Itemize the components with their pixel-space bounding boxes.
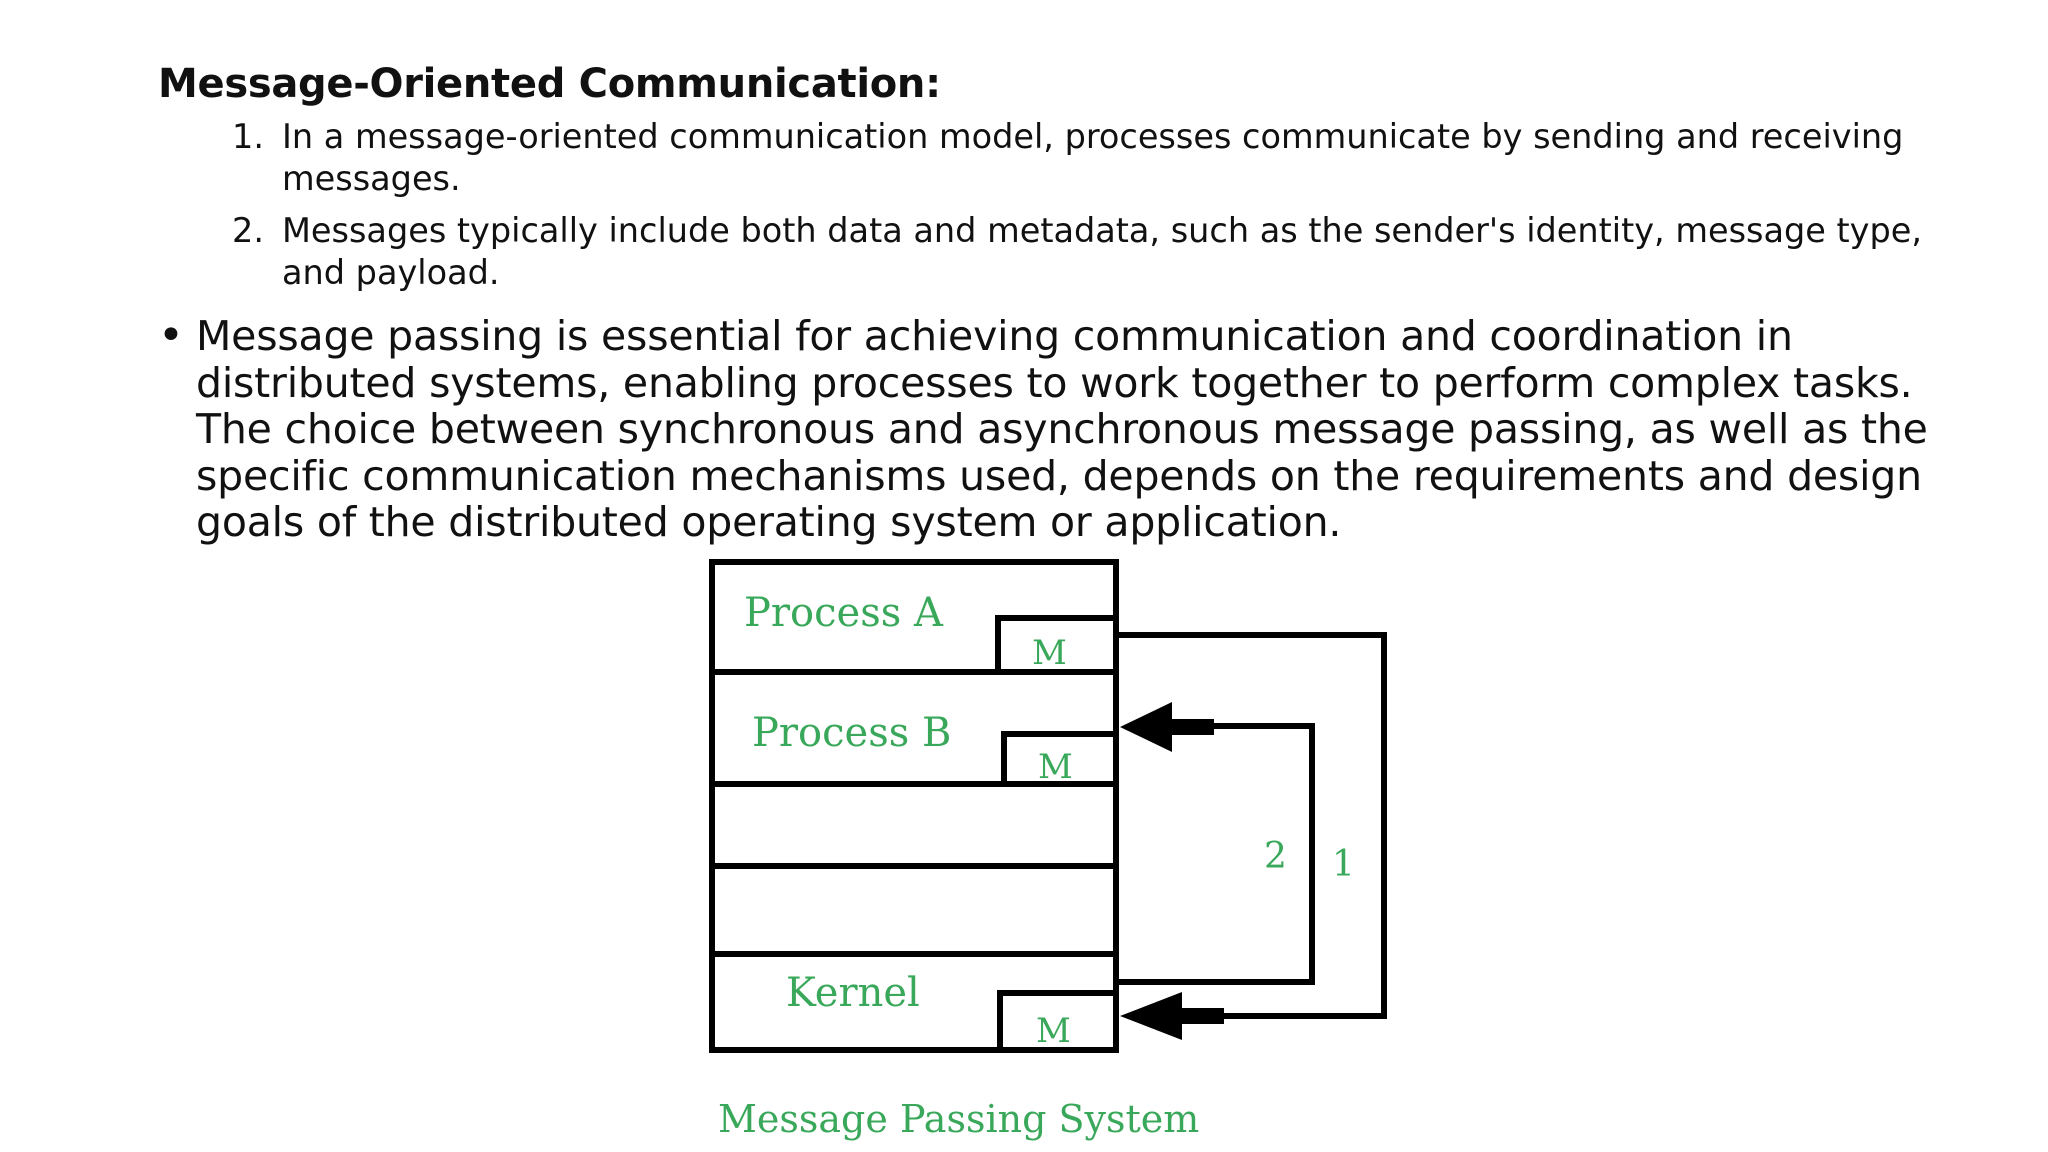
kernel-label: Kernel xyxy=(786,970,920,1016)
path-1-line xyxy=(1116,632,1387,1019)
list-number: 2. xyxy=(232,211,264,250)
ordered-list: 1. In a message-oriented communication m… xyxy=(232,116,1932,304)
process-a-label: Process A xyxy=(744,590,944,636)
m-box-a xyxy=(995,615,1116,672)
diagram-lines xyxy=(709,559,1387,1053)
m-label-kernel: M xyxy=(1036,1011,1071,1051)
m-label-a: M xyxy=(1032,633,1067,673)
path-label-2: 2 xyxy=(1264,836,1287,877)
bullet-paragraph: • Message passing is essential for achie… xyxy=(158,313,1978,547)
arrow-shaft-kernel xyxy=(1180,1008,1224,1024)
list-number: 1. xyxy=(232,117,264,156)
path-label-1: 1 xyxy=(1332,844,1355,885)
process-stack-box xyxy=(709,559,1119,1053)
m-label-b: M xyxy=(1038,747,1073,787)
arrowheads xyxy=(1120,702,1224,1040)
path-2-line xyxy=(1116,723,1315,985)
list-item: 1. In a message-oriented communication m… xyxy=(232,116,1932,200)
arrow-head-b-icon xyxy=(1120,702,1172,752)
bullet-text: Message passing is essential for achievi… xyxy=(196,313,1928,546)
list-item-text: Messages typically include both data and… xyxy=(282,211,1923,292)
message-passing-diagram: Process A Process B Kernel M M M 2 1 Mes… xyxy=(700,552,1400,1142)
process-b-label: Process B xyxy=(752,710,951,756)
slide-heading: Message-Oriented Communication: xyxy=(158,61,941,107)
figure-caption: Message Passing System xyxy=(718,1097,1199,1141)
arrow-head-kernel-icon xyxy=(1120,992,1182,1040)
diagram-svg: Process A Process B Kernel M M M 2 1 Mes… xyxy=(709,559,1387,1141)
bullet-marker: • xyxy=(158,313,184,361)
m-box-b xyxy=(1001,731,1116,784)
list-item: 2. Messages typically include both data … xyxy=(232,210,1932,294)
list-item-text: In a message-oriented communication mode… xyxy=(282,117,1904,198)
arrow-shaft-b xyxy=(1170,719,1214,735)
m-box-kernel xyxy=(997,990,1116,1050)
